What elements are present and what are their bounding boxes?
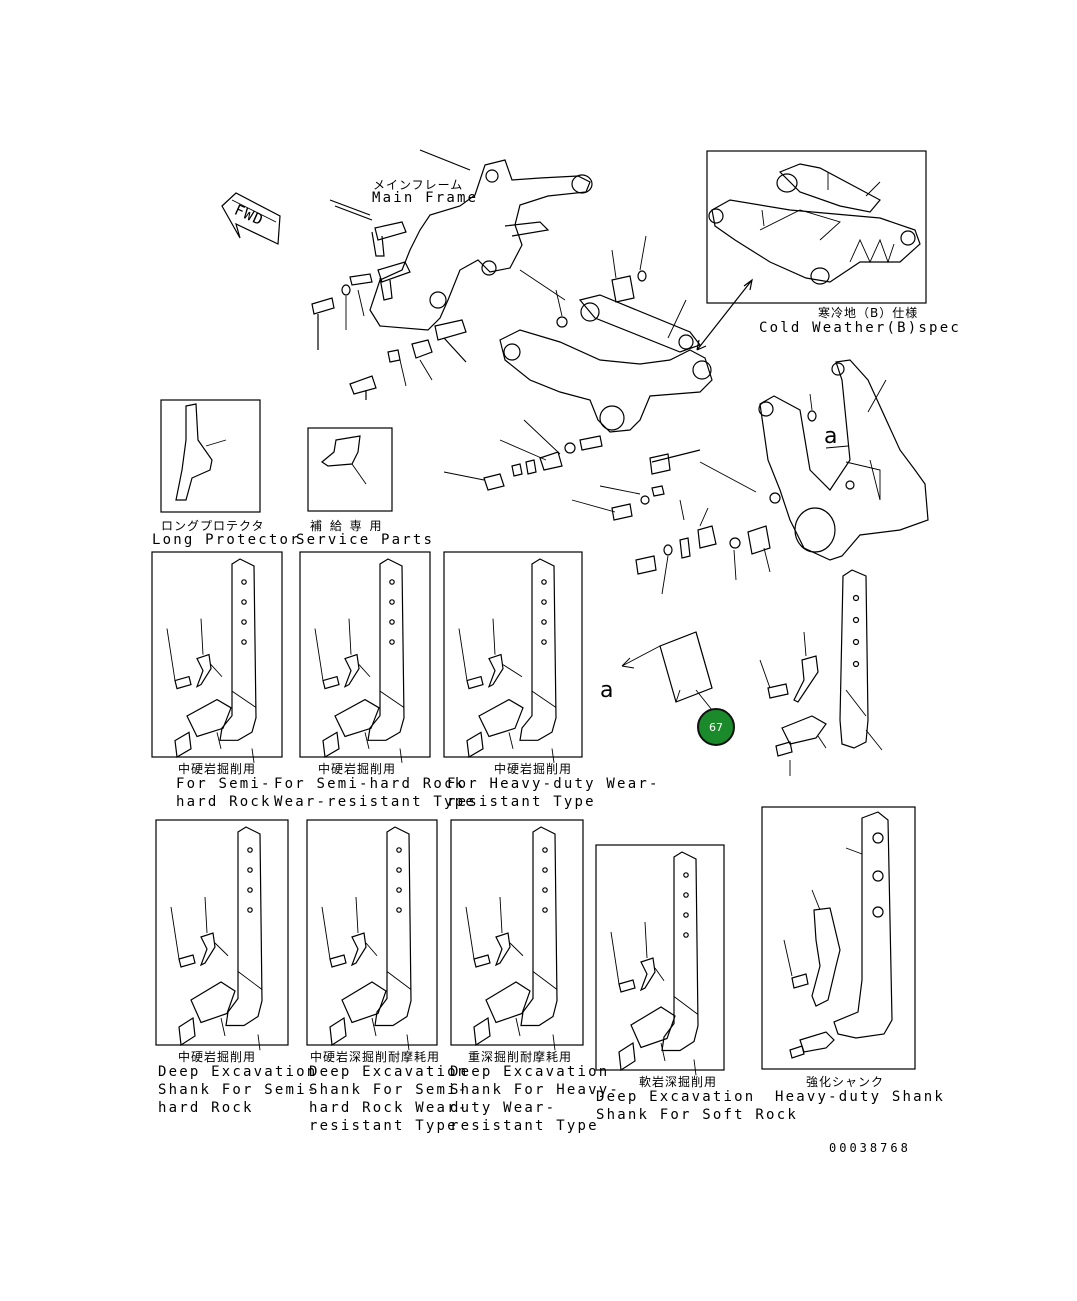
main-frame-label-en: Main Frame xyxy=(372,190,479,206)
pin-hole xyxy=(872,906,884,918)
callout-67[interactable]: 67 xyxy=(697,708,735,746)
service-parts-box xyxy=(307,427,393,512)
pin-hole xyxy=(541,599,547,605)
shank-caption-jp: 軟岩深掘削用 xyxy=(639,1075,718,1089)
ripper-frame xyxy=(758,359,929,561)
pins-bolts xyxy=(443,419,771,595)
pin-hole xyxy=(541,619,547,625)
shank-caption-en2: Shank For Semi- xyxy=(158,1082,318,1098)
pin-hole xyxy=(396,887,402,893)
reference-letter-a-detail: a xyxy=(600,678,614,703)
pin-hole xyxy=(542,847,548,853)
pin-hole xyxy=(396,867,402,873)
callout-number: 67 xyxy=(709,720,723,734)
shank-caption-jp: 重深掘削耐摩耗用 xyxy=(468,1050,573,1064)
shanks-row1 xyxy=(151,551,583,763)
shank-caption-jp: 中硬岩深掘削耐摩耗用 xyxy=(310,1050,441,1064)
service-parts-label-jp: 補 給 専 用 xyxy=(310,519,384,533)
pin-hole xyxy=(396,907,402,913)
shank-caption-jp: 中硬岩掘削用 xyxy=(178,762,257,776)
shank-caption-en2: resistant Type xyxy=(447,794,596,810)
shank-box-deep-semi-hard-wear xyxy=(306,819,438,1051)
reference-letter-a: a xyxy=(824,424,838,449)
pin-hole xyxy=(683,892,689,898)
pin-hole xyxy=(683,912,689,918)
shank-caption-en2: Wear-resistant Type xyxy=(274,794,476,810)
cold-weather-inset xyxy=(706,150,927,304)
service-parts-label-en: Service Parts xyxy=(296,532,435,548)
shank-caption-en1: Heavy-duty Shank xyxy=(775,1089,946,1105)
plate-detail xyxy=(621,631,713,711)
drawing-number: 00038768 xyxy=(829,1141,911,1155)
shank-caption-en3: duty Wear- xyxy=(450,1100,557,1116)
pin-hole xyxy=(541,579,547,585)
pin-hole xyxy=(241,639,247,645)
pin-hole xyxy=(872,870,884,882)
shank-caption-jp: 中硬岩掘削用 xyxy=(494,762,573,776)
pin-hole xyxy=(389,639,395,645)
linkage-arm xyxy=(499,235,753,433)
shank-caption-en1: For Semi-hard Rock xyxy=(274,776,466,792)
shank-box-deep-semi-hard xyxy=(155,819,289,1051)
shank-box-deep-soft-rock xyxy=(595,844,725,1076)
shank-box-deep-heavy-duty xyxy=(450,819,584,1051)
shank-caption-jp: 中硬岩掘削用 xyxy=(178,1050,257,1064)
pin-hole xyxy=(541,639,547,645)
shank-box-semi-hard-wear xyxy=(299,551,431,763)
shank-caption-en1: Deep Excavation xyxy=(309,1064,469,1080)
shank-box-heavy-duty xyxy=(761,806,916,1070)
pin-hole xyxy=(247,907,253,913)
shank-caption-en3: hard Rock Wear- xyxy=(309,1100,469,1116)
main-frame-assembly xyxy=(311,149,593,400)
shank-caption-en3: hard Rock xyxy=(158,1100,254,1116)
shank-box-heavy-duty-wear xyxy=(443,551,583,763)
shank-caption-en2: Shank For Soft Rock xyxy=(596,1107,798,1123)
long-protector-box xyxy=(160,399,261,513)
shanks-row2 xyxy=(155,806,916,1076)
shank-caption-en1: Deep Excavation xyxy=(450,1064,610,1080)
shank-caption-en4: resistant Type xyxy=(309,1118,458,1134)
shank-caption-jp: 強化シャンク xyxy=(806,1075,885,1089)
pin-hole xyxy=(683,932,689,938)
cold-weather-label-en: Cold Weather(B)spec xyxy=(759,320,961,336)
main-frame-label-jp: メインフレーム xyxy=(373,178,464,192)
shank-caption-en1: For Heavy-duty Wear- xyxy=(447,776,660,792)
fwd-arrow-icon xyxy=(221,192,281,245)
shank-caption-en2: Shank For Semi- xyxy=(309,1082,469,1098)
pin-hole xyxy=(241,599,247,605)
pin-hole xyxy=(247,887,253,893)
pin-hole xyxy=(247,867,253,873)
shank-box-semi-hard-rock xyxy=(151,551,283,763)
pin-hole xyxy=(247,847,253,853)
pin-hole xyxy=(542,907,548,913)
pin-hole xyxy=(241,579,247,585)
shank-caption-en1: Deep Excavation xyxy=(596,1089,756,1105)
pin-hole xyxy=(389,599,395,605)
shank-caption-en1: Deep Excavation xyxy=(158,1064,318,1080)
pin-hole xyxy=(396,847,402,853)
shank-caption-en1: For Semi- xyxy=(176,776,272,792)
shank-caption-en4: resistant Type xyxy=(450,1118,599,1134)
cold-weather-label-jp: 寒冷地（B）仕様 xyxy=(818,306,919,320)
standalone-shank xyxy=(759,569,883,776)
pin-hole xyxy=(241,619,247,625)
shank-caption-en2: hard Rock xyxy=(176,794,272,810)
pin-hole xyxy=(683,872,689,878)
pin-hole xyxy=(872,832,884,844)
pin-hole xyxy=(389,619,395,625)
long-protector-label-en: Long Protector xyxy=(152,532,301,548)
shank-caption-en2: Shank For Heavy- xyxy=(450,1082,621,1098)
long-protector-label-jp: ロングプロテクタ xyxy=(161,519,265,533)
pin-hole xyxy=(542,887,548,893)
pin-hole xyxy=(389,579,395,585)
shank-caption-jp: 中硬岩掘削用 xyxy=(318,762,397,776)
pin-hole xyxy=(542,867,548,873)
